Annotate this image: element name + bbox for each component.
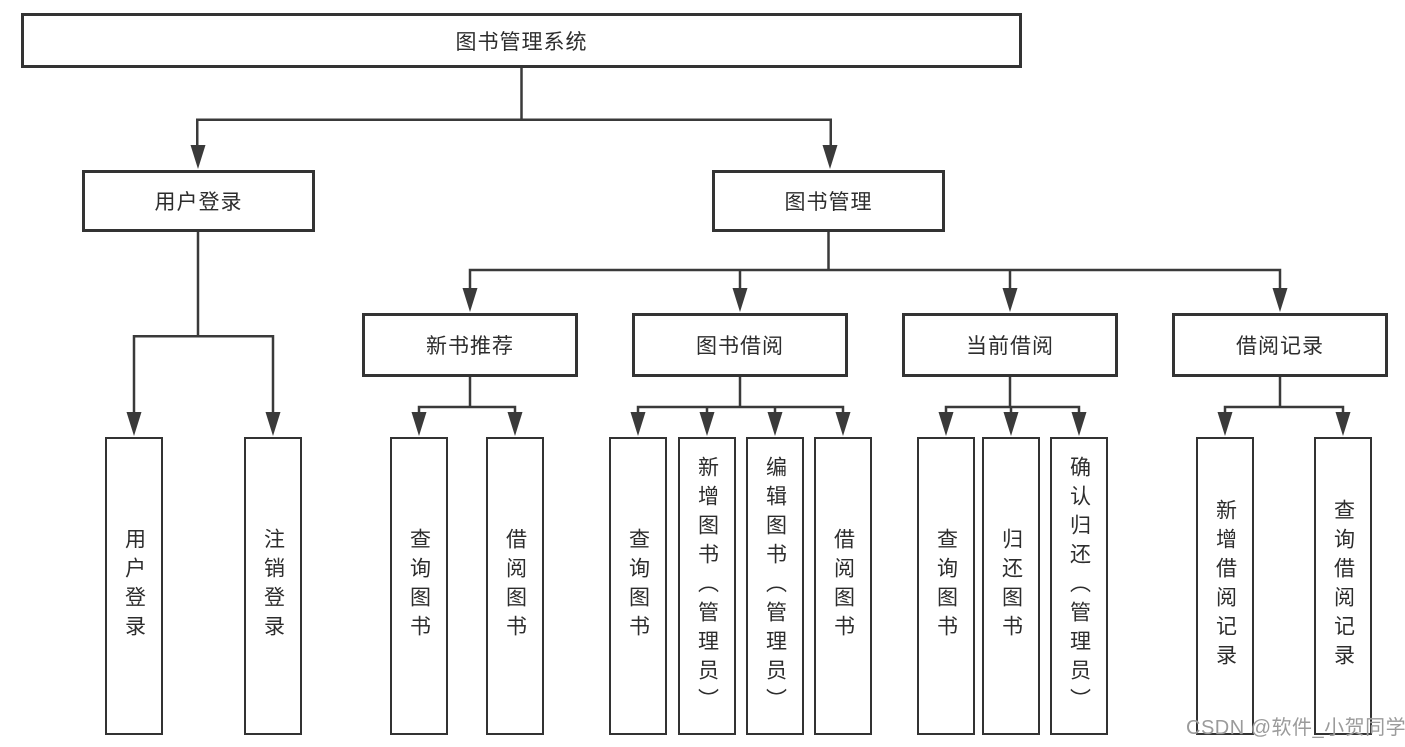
leaf-edit-books-admin: 编辑图书（管理员） <box>746 437 804 735</box>
leaf-edit-books-admin-label: 编辑图书（管理员） <box>763 455 787 717</box>
node-user-login-label: 用户登录 <box>154 191 243 214</box>
arrow-down-icon <box>835 412 851 436</box>
node-book-borrowing: 图书借阅 <box>632 313 848 377</box>
arrow-down-icon <box>265 412 281 436</box>
arrow-down-icon <box>1217 412 1233 436</box>
leaf-add-borrow-record: 新增借阅记录 <box>1196 437 1254 735</box>
arrow-down-icon <box>822 145 838 169</box>
leaf-borrow-books-1-label: 借阅图书 <box>503 528 527 644</box>
leaf-borrow-books-2: 借阅图书 <box>814 437 872 735</box>
leaf-add-borrow-record-label: 新增借阅记录 <box>1213 499 1237 673</box>
node-new-book-recommendation: 新书推荐 <box>362 313 578 377</box>
connector-line <box>196 68 832 147</box>
leaf-logout: 注销登录 <box>244 437 302 735</box>
connector-line <box>636 377 845 414</box>
leaf-query-books-3: 查询图书 <box>917 437 975 735</box>
node-user-login: 用户登录 <box>82 170 315 232</box>
leaf-query-books-3-label: 查询图书 <box>934 528 958 644</box>
leaf-return-books-label: 归还图书 <box>999 528 1023 644</box>
arrow-down-icon <box>411 412 427 436</box>
arrow-down-icon <box>507 412 523 436</box>
leaf-query-borrow-record-label: 查询借阅记录 <box>1331 499 1355 673</box>
arrow-down-icon <box>1335 412 1351 436</box>
connector-line <box>417 377 517 414</box>
leaf-add-books-admin: 新增图书（管理员） <box>678 437 736 735</box>
leaf-confirm-return-admin: 确认归还（管理员） <box>1050 437 1108 735</box>
connector-line <box>944 377 1081 414</box>
arrow-down-icon <box>767 412 783 436</box>
node-current-borrowing: 当前借阅 <box>902 313 1118 377</box>
leaf-user-login-label: 用户登录 <box>122 528 146 644</box>
arrow-down-icon <box>699 412 715 436</box>
leaf-user-login: 用户登录 <box>105 437 163 735</box>
node-borrowing-records: 借阅记录 <box>1172 313 1388 377</box>
arrow-down-icon <box>1071 412 1087 436</box>
leaf-logout-label: 注销登录 <box>261 528 285 644</box>
csdn-watermark: CSDN @软件_小贺同学 <box>1186 717 1405 739</box>
arrow-down-icon <box>190 145 206 169</box>
arrow-down-icon <box>1002 288 1018 312</box>
node-new-book-recommendation-label: 新书推荐 <box>426 335 514 358</box>
leaf-query-books-1-label: 查询图书 <box>407 528 431 644</box>
node-book-borrowing-label: 图书借阅 <box>696 335 784 358</box>
node-book-management-label: 图书管理 <box>784 191 873 214</box>
arrow-down-icon <box>630 412 646 436</box>
leaf-borrow-books-2-label: 借阅图书 <box>831 528 855 644</box>
leaf-query-books-2: 查询图书 <box>609 437 667 735</box>
leaf-confirm-return-admin-label: 确认归还（管理员） <box>1067 455 1091 717</box>
root-node-book-management-system: 图书管理系统 <box>21 13 1022 68</box>
leaf-query-borrow-record: 查询借阅记录 <box>1314 437 1372 735</box>
connector-line <box>468 232 1282 290</box>
leaf-return-books: 归还图书 <box>982 437 1040 735</box>
arrow-down-icon <box>1003 412 1019 436</box>
node-current-borrowing-label: 当前借阅 <box>966 335 1054 358</box>
leaf-add-books-admin-label: 新增图书（管理员） <box>695 455 719 717</box>
connector-line <box>132 232 275 414</box>
node-borrowing-records-label: 借阅记录 <box>1236 335 1324 358</box>
arrow-down-icon <box>462 288 478 312</box>
arrow-down-icon <box>1272 288 1288 312</box>
arrow-down-icon <box>938 412 954 436</box>
leaf-query-books-1: 查询图书 <box>390 437 448 735</box>
root-node-label: 图书管理系统 <box>455 30 588 54</box>
arrow-down-icon <box>732 288 748 312</box>
node-book-management: 图书管理 <box>712 170 945 232</box>
leaf-borrow-books-1: 借阅图书 <box>486 437 544 735</box>
arrow-down-icon <box>126 412 142 436</box>
leaf-query-books-2-label: 查询图书 <box>626 528 650 644</box>
connector-line <box>1223 377 1345 414</box>
